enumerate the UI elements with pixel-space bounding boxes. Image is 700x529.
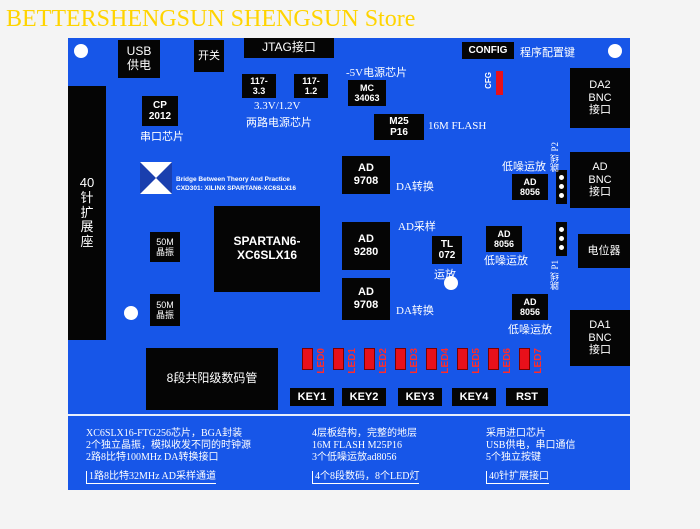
oscillator-2: 50M 晶振 xyxy=(150,294,180,326)
key-key2: KEY2 xyxy=(342,388,386,406)
feature-line: 1路8比特32MHz AD采样通道 xyxy=(86,471,216,484)
feature-line: 2个独立晶振，模拟收发不同的时钟源 xyxy=(86,440,251,451)
fpga-board: USB 供电 开关 JTAG接口 CONFIG 程序配置键 CFG 117- 3… xyxy=(68,38,630,414)
led-label: LED2 xyxy=(378,348,389,374)
feature-line: 16M FLASH M25P16 xyxy=(312,440,403,451)
cp2012-label: 串口芯片 xyxy=(140,131,184,143)
led-label: LED1 xyxy=(347,348,358,374)
fpga-chip: SPARTAN6- XC6SLX16 xyxy=(214,206,320,292)
mount-hole xyxy=(74,44,88,58)
amp-label-1: 低噪运放 xyxy=(502,161,546,173)
key-key1: KEY1 xyxy=(290,388,334,406)
tl072-chip: TL 072 xyxy=(432,236,462,264)
logo-icon xyxy=(140,162,172,194)
flash-label: 16M FLASH xyxy=(428,120,487,132)
potentiometer: 电位器 xyxy=(578,234,630,268)
led-6 xyxy=(488,348,499,370)
led-label: LED4 xyxy=(440,348,451,374)
config-button: CONFIG xyxy=(462,42,514,59)
ad8056-chip-1: AD 8056 xyxy=(512,174,548,200)
feature-line: 4层板结构，完整的地层 xyxy=(312,428,417,439)
expansion-header-40pin: 40 针 扩 展 座 xyxy=(68,86,106,340)
power-switch: 开关 xyxy=(194,40,224,72)
cp2012-chip: CP 2012 xyxy=(142,96,178,126)
flash-chip: M25 P16 xyxy=(374,114,424,140)
feature-line: 4个8段数码，8个LED灯 xyxy=(312,471,420,484)
usb-port: USB 供电 xyxy=(118,40,160,78)
config-label: 程序配置键 xyxy=(520,47,575,59)
logo-model: CXD301: XILINX SPARTAN6-XC6SLX16 xyxy=(176,185,297,192)
ad8056-chip-2: AD 8056 xyxy=(486,226,522,252)
seven-segment-display: 8段共阳级数码管 xyxy=(146,348,278,410)
logo-tagline: Bridge Between Theory And Practice xyxy=(176,176,290,183)
led-label: LED6 xyxy=(502,348,513,374)
led-7 xyxy=(519,348,530,370)
ad9280-chip: AD 9280 xyxy=(342,222,390,270)
regulator-label: 两路电源芯片 xyxy=(246,117,312,129)
led-label: LED3 xyxy=(409,348,420,374)
key-key4: KEY4 xyxy=(452,388,496,406)
led-5 xyxy=(457,348,468,370)
mount-hole xyxy=(608,44,622,58)
ad-sampling-label: AD采样 xyxy=(398,221,436,233)
da-label-2: DA转换 xyxy=(396,305,434,317)
mc34063-chip: MC 34063 xyxy=(348,80,386,106)
feature-line: 40针扩展接口 xyxy=(486,471,549,484)
feature-line: USB供电，串口通信 xyxy=(486,440,576,451)
led-label: LED0 xyxy=(316,348,327,374)
mount-hole xyxy=(124,306,138,320)
jumper-p1-label: 跳线 P1 xyxy=(550,260,560,290)
led-label: LED7 xyxy=(533,348,544,374)
key-row: KEY1 KEY2 KEY3 KEY4 RST xyxy=(290,388,560,408)
led-0 xyxy=(302,348,313,370)
led-3 xyxy=(395,348,406,370)
regulator-1v2: 117- 1.2 xyxy=(294,74,328,98)
jumper-p2-label: 跳线 P2 xyxy=(550,142,560,172)
led-4 xyxy=(426,348,437,370)
ad8056-chip-3: AD 8056 xyxy=(512,294,548,320)
key-rst: RST xyxy=(506,388,548,406)
da-label-1: DA转换 xyxy=(396,181,434,193)
jtag-port: JTAG接口 xyxy=(244,38,334,58)
regulator-3v3: 117- 3.3 xyxy=(242,74,276,98)
feature-line: 3个低噪运放ad8056 xyxy=(312,452,397,463)
cfg-label: CFG xyxy=(484,72,493,89)
led-1 xyxy=(333,348,344,370)
led-label: LED5 xyxy=(471,348,482,374)
regulator-voltage-label: 3.3V/1.2V xyxy=(254,100,301,112)
tl072-label: 运放 xyxy=(434,269,456,281)
oscillator-1: 50M 晶振 xyxy=(150,232,180,262)
led-2 xyxy=(364,348,375,370)
feature-line: 2路8比特100MHz DA转换接口 xyxy=(86,452,219,463)
da2-bnc-connector: DA2 BNC 接口 xyxy=(570,68,630,128)
ad9708-chip-2: AD 9708 xyxy=(342,278,390,320)
feature-line: XC6SLX16-FTG256芯片，BGA封装 xyxy=(86,428,243,439)
ad9708-chip-1: AD 9708 xyxy=(342,156,390,194)
jumper-p2 xyxy=(556,170,567,204)
da1-bnc-connector: DA1 BNC 接口 xyxy=(570,310,630,366)
amp-label-3: 低噪运放 xyxy=(508,324,552,336)
jumper-p1 xyxy=(556,222,567,256)
feature-line: 采用进口芯片 xyxy=(486,428,546,439)
led-row: LED0 LED1 LED2 LED3 LED4 LED5 LED6 LED7 xyxy=(302,346,544,376)
key-key3: KEY3 xyxy=(398,388,442,406)
neg5v-label: -5V电源芯片 xyxy=(346,67,408,79)
feature-line: 5个独立按键 xyxy=(486,452,541,463)
mount-hole xyxy=(444,276,458,290)
amp-label-2: 低噪运放 xyxy=(484,255,528,267)
cfg-led xyxy=(496,71,503,95)
ad-bnc-connector: AD BNC 接口 xyxy=(570,152,630,208)
store-watermark: BETTERSHENGSUN SHENGSUN Store xyxy=(6,6,416,32)
